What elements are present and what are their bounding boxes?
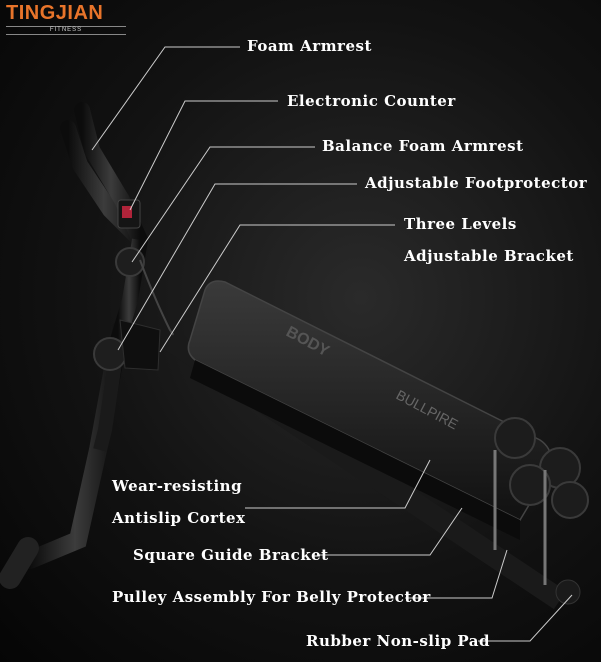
brand-subtitle: FITNESS [6, 26, 126, 35]
label-three-levels: Three Levels [404, 215, 517, 233]
label-wear-resisting: Wear-resisting [112, 477, 243, 495]
label-electronic-counter: Electronic Counter [287, 92, 456, 110]
label-adjustable-bracket: Adjustable Bracket [404, 247, 574, 265]
brand-logo: TINGJIAN FITNESS [6, 2, 126, 35]
label-square-guide-bracket: Square Guide Bracket [133, 546, 329, 564]
label-rubber-pad: Rubber Non-slip Pad [306, 632, 490, 650]
label-foam-armrest: Foam Armrest [247, 37, 372, 55]
label-adjustable-footprotector: Adjustable Footprotector [365, 174, 588, 192]
label-antislip-cortex: Antislip Cortex [112, 509, 246, 527]
brand-name: TINGJIAN [6, 2, 104, 24]
label-pulley-assembly: Pulley Assembly For Belly Protector [112, 588, 431, 606]
label-balance-foam-armrest: Balance Foam Armrest [322, 137, 524, 155]
